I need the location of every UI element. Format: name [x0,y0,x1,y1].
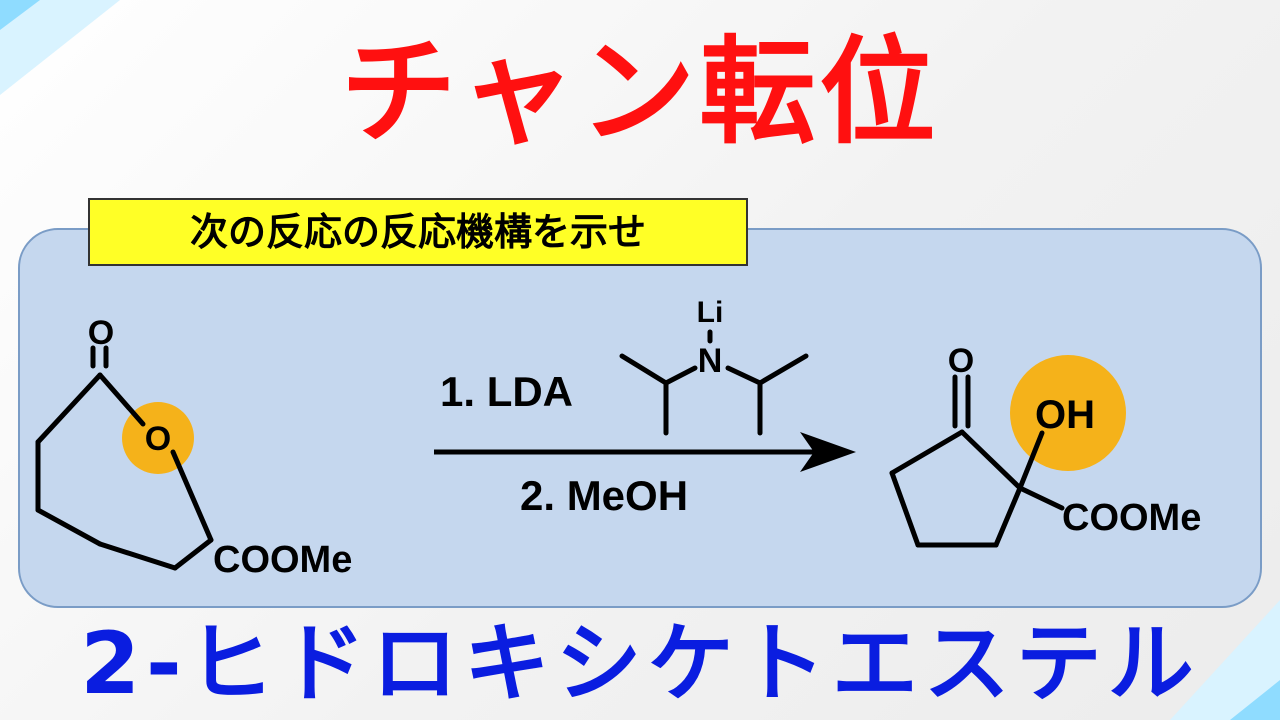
lda-structure [619,329,809,436]
start-ring-oxygen: O [145,420,171,458]
product-cyclopentanone [889,374,1065,548]
start-ester-label: COOMe [213,539,352,581]
product-name-subtitle: 2-ヒドロキシケトエステル [80,614,1200,714]
reagent-meoh-label: 2. MeOH [520,472,688,519]
starting-lactone [35,345,214,571]
corner-decoration-top-left [0,0,120,95]
question-prompt: 次の反応の反応機構を示せ [88,198,748,266]
start-carbonyl-oxygen: O [88,314,114,352]
lda-n-label: N [698,342,723,380]
reagent-lda-label: 1. LDA [440,368,573,415]
product-ketone-oxygen: O [948,342,974,380]
page-title: チャン転位 [340,25,940,160]
product-hydroxyl-label: OH [1035,393,1095,437]
product-ester-label: COOMe [1062,497,1201,539]
corner-decoration-bottom-right [1170,600,1280,720]
lda-li-label: Li [697,296,724,329]
reaction-arrow [434,432,856,472]
